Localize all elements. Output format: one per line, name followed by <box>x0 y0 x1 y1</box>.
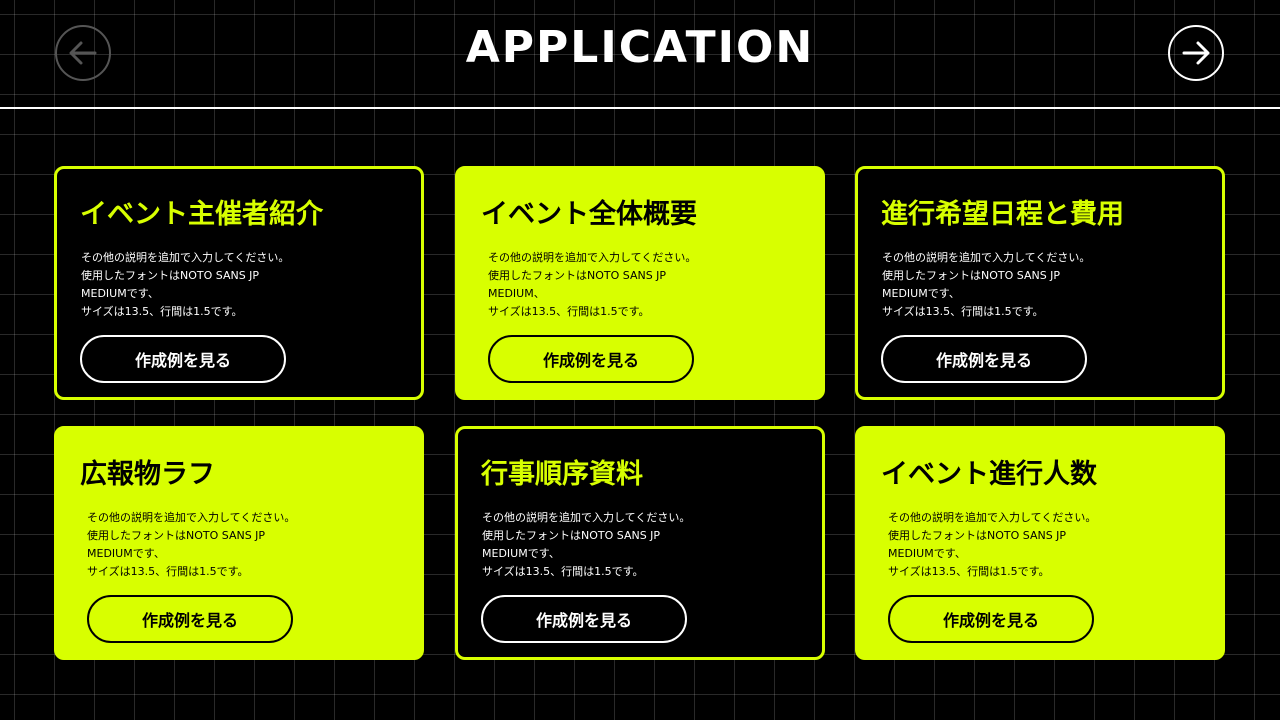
card-title: イベント主催者紹介 <box>80 199 323 230</box>
prev-button[interactable] <box>55 25 111 81</box>
view-example-button[interactable]: 作成例を見る <box>80 335 286 383</box>
view-example-button[interactable]: 作成例を見る <box>881 335 1087 383</box>
page-header: APPLICATION <box>0 0 1280 109</box>
desc-line: サイズは13.5、行間は1.5です。 <box>882 305 1044 318</box>
arrow-right-icon <box>1182 41 1210 65</box>
card-description: その他の説明を追加で入力してください。 使用したフォントはNOTO SANS J… <box>888 509 1218 581</box>
card-title: 進行希望日程と費用 <box>881 199 1124 230</box>
card-description: その他の説明を追加で入力してください。 使用したフォントはNOTO SANS J… <box>488 249 818 321</box>
card-title: 広報物ラフ <box>80 459 215 490</box>
desc-line: その他の説明を追加で入力してください。 <box>488 251 697 264</box>
view-example-button[interactable]: 作成例を見る <box>481 595 687 643</box>
desc-line: サイズは13.5、行間は1.5です。 <box>81 305 243 318</box>
card-schedule-cost: 進行希望日程と費用 その他の説明を追加で入力してください。 使用したフォントはN… <box>855 166 1225 400</box>
desc-line: サイズは13.5、行間は1.5です。 <box>888 565 1050 578</box>
desc-line: サイズは13.5、行間は1.5です。 <box>488 305 650 318</box>
desc-line: サイズは13.5、行間は1.5です。 <box>482 565 644 578</box>
desc-line: その他の説明を追加で入力してください。 <box>888 511 1097 524</box>
card-pr-draft: 広報物ラフ その他の説明を追加で入力してください。 使用したフォントはNOTO … <box>54 426 424 660</box>
desc-line: 使用したフォントはNOTO SANS JP <box>488 269 667 282</box>
view-example-button[interactable]: 作成例を見る <box>488 335 694 383</box>
arrow-left-icon <box>69 41 97 65</box>
next-button[interactable] <box>1168 25 1224 81</box>
desc-line: MEDIUMです、 <box>87 547 165 560</box>
desc-line: MEDIUMです、 <box>482 547 560 560</box>
card-description: その他の説明を追加で入力してください。 使用したフォントはNOTO SANS J… <box>87 509 417 581</box>
desc-line: その他の説明を追加で入力してください。 <box>482 511 691 524</box>
desc-line: その他の説明を追加で入力してください。 <box>87 511 296 524</box>
desc-line: 使用したフォントはNOTO SANS JP <box>882 269 1061 282</box>
desc-line: その他の説明を追加で入力してください。 <box>81 251 290 264</box>
page-title: APPLICATION <box>465 22 815 73</box>
card-staff-count: イベント進行人数 その他の説明を追加で入力してください。 使用したフォントはNO… <box>855 426 1225 660</box>
desc-line: MEDIUMです、 <box>81 287 159 300</box>
view-example-button[interactable]: 作成例を見る <box>888 595 1094 643</box>
card-title: イベント全体概要 <box>481 199 697 230</box>
desc-line: 使用したフォントはNOTO SANS JP <box>87 529 266 542</box>
desc-line: MEDIUMです、 <box>888 547 966 560</box>
desc-line: サイズは13.5、行間は1.5です。 <box>87 565 249 578</box>
card-event-organizer: イベント主催者紹介 その他の説明を追加で入力してください。 使用したフォントはN… <box>54 166 424 400</box>
desc-line: 使用したフォントはNOTO SANS JP <box>81 269 260 282</box>
card-description: その他の説明を追加で入力してください。 使用したフォントはNOTO SANS J… <box>81 249 411 321</box>
desc-line: MEDIUM、 <box>488 287 545 300</box>
view-example-button[interactable]: 作成例を見る <box>87 595 293 643</box>
card-description: その他の説明を追加で入力してください。 使用したフォントはNOTO SANS J… <box>482 509 812 581</box>
card-event-order: 行事順序資料 その他の説明を追加で入力してください。 使用したフォントはNOTO… <box>455 426 825 660</box>
card-title: イベント進行人数 <box>881 459 1097 490</box>
desc-line: 使用したフォントはNOTO SANS JP <box>888 529 1067 542</box>
desc-line: MEDIUMです、 <box>882 287 960 300</box>
desc-line: その他の説明を追加で入力してください。 <box>882 251 1091 264</box>
header-divider <box>0 107 1280 109</box>
card-event-overview: イベント全体概要 その他の説明を追加で入力してください。 使用したフォントはNO… <box>455 166 825 400</box>
card-description: その他の説明を追加で入力してください。 使用したフォントはNOTO SANS J… <box>882 249 1212 321</box>
desc-line: 使用したフォントはNOTO SANS JP <box>482 529 661 542</box>
card-title: 行事順序資料 <box>481 459 643 490</box>
